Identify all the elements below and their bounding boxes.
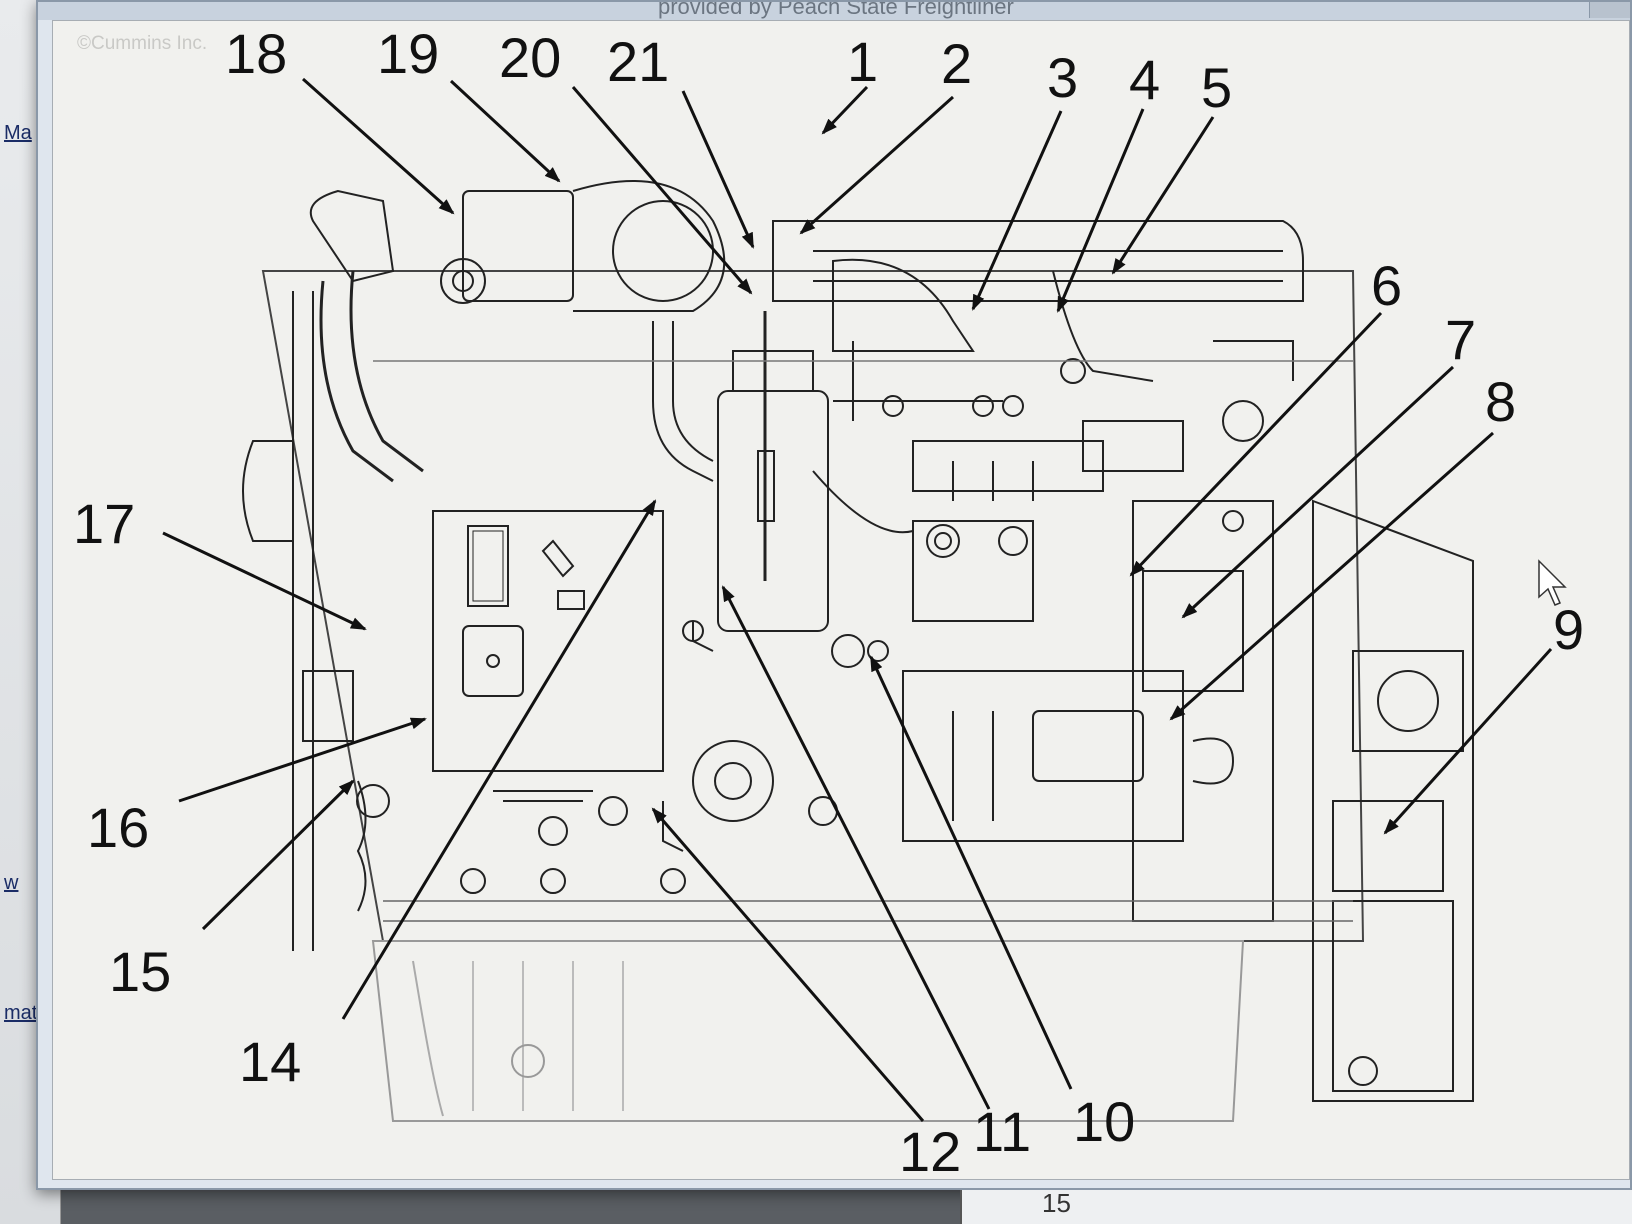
diagram-canvas: ©Cummins Inc. (52, 20, 1630, 1183)
mouse-cursor-icon (1538, 559, 1567, 606)
window-title: provided by Peach State Freightliner (658, 2, 1014, 19)
image-viewer-window: provided by Peach State Freightliner ©Cu… (36, 0, 1632, 1190)
callout-2: 2 (941, 32, 972, 95)
callout-4: 4 (1129, 48, 1160, 111)
callout-5: 5 (1201, 56, 1232, 119)
callout-17: 17 (73, 492, 135, 555)
callout-19: 19 (377, 22, 439, 85)
partial-callout-label: 15 (1042, 1188, 1071, 1218)
watermark-text: ©Cummins Inc. (77, 33, 207, 54)
callout-20: 20 (499, 26, 561, 89)
sidebar-link-1[interactable]: Ma (4, 122, 32, 144)
callout-9: 9 (1553, 598, 1584, 661)
callout-7: 7 (1445, 308, 1476, 371)
sidebar-link-2[interactable]: w (4, 872, 19, 894)
callout-11: 11 (973, 1100, 1031, 1163)
engine-line-art (242, 180, 1474, 1122)
callout-6: 6 (1371, 254, 1402, 317)
callout-16: 16 (87, 796, 149, 859)
sidebar-link-3[interactable]: mat) (4, 1002, 44, 1024)
window-control-button[interactable] (1589, 2, 1630, 18)
background-window-strip: 15 (960, 1188, 1632, 1224)
callout-14: 14 (239, 1030, 301, 1093)
callout-1: 1 (847, 30, 878, 93)
callout-labels: 1 2 3 4 5 6 7 8 9 10 11 12 14 15 16 17 1… (73, 22, 1584, 1183)
callout-21: 21 (607, 30, 669, 93)
engine-diagram: ©Cummins Inc. (73, 22, 1584, 1183)
callout-3: 3 (1047, 46, 1078, 109)
callout-18: 18 (225, 22, 287, 85)
callout-15: 15 (109, 940, 171, 1003)
callout-8: 8 (1485, 370, 1516, 433)
window-title-bar[interactable]: provided by Peach State Freightliner (38, 2, 1630, 20)
callout-10: 10 (1073, 1090, 1135, 1153)
callout-leaders (162, 77, 1553, 1122)
callout-12: 12 (899, 1120, 961, 1179)
